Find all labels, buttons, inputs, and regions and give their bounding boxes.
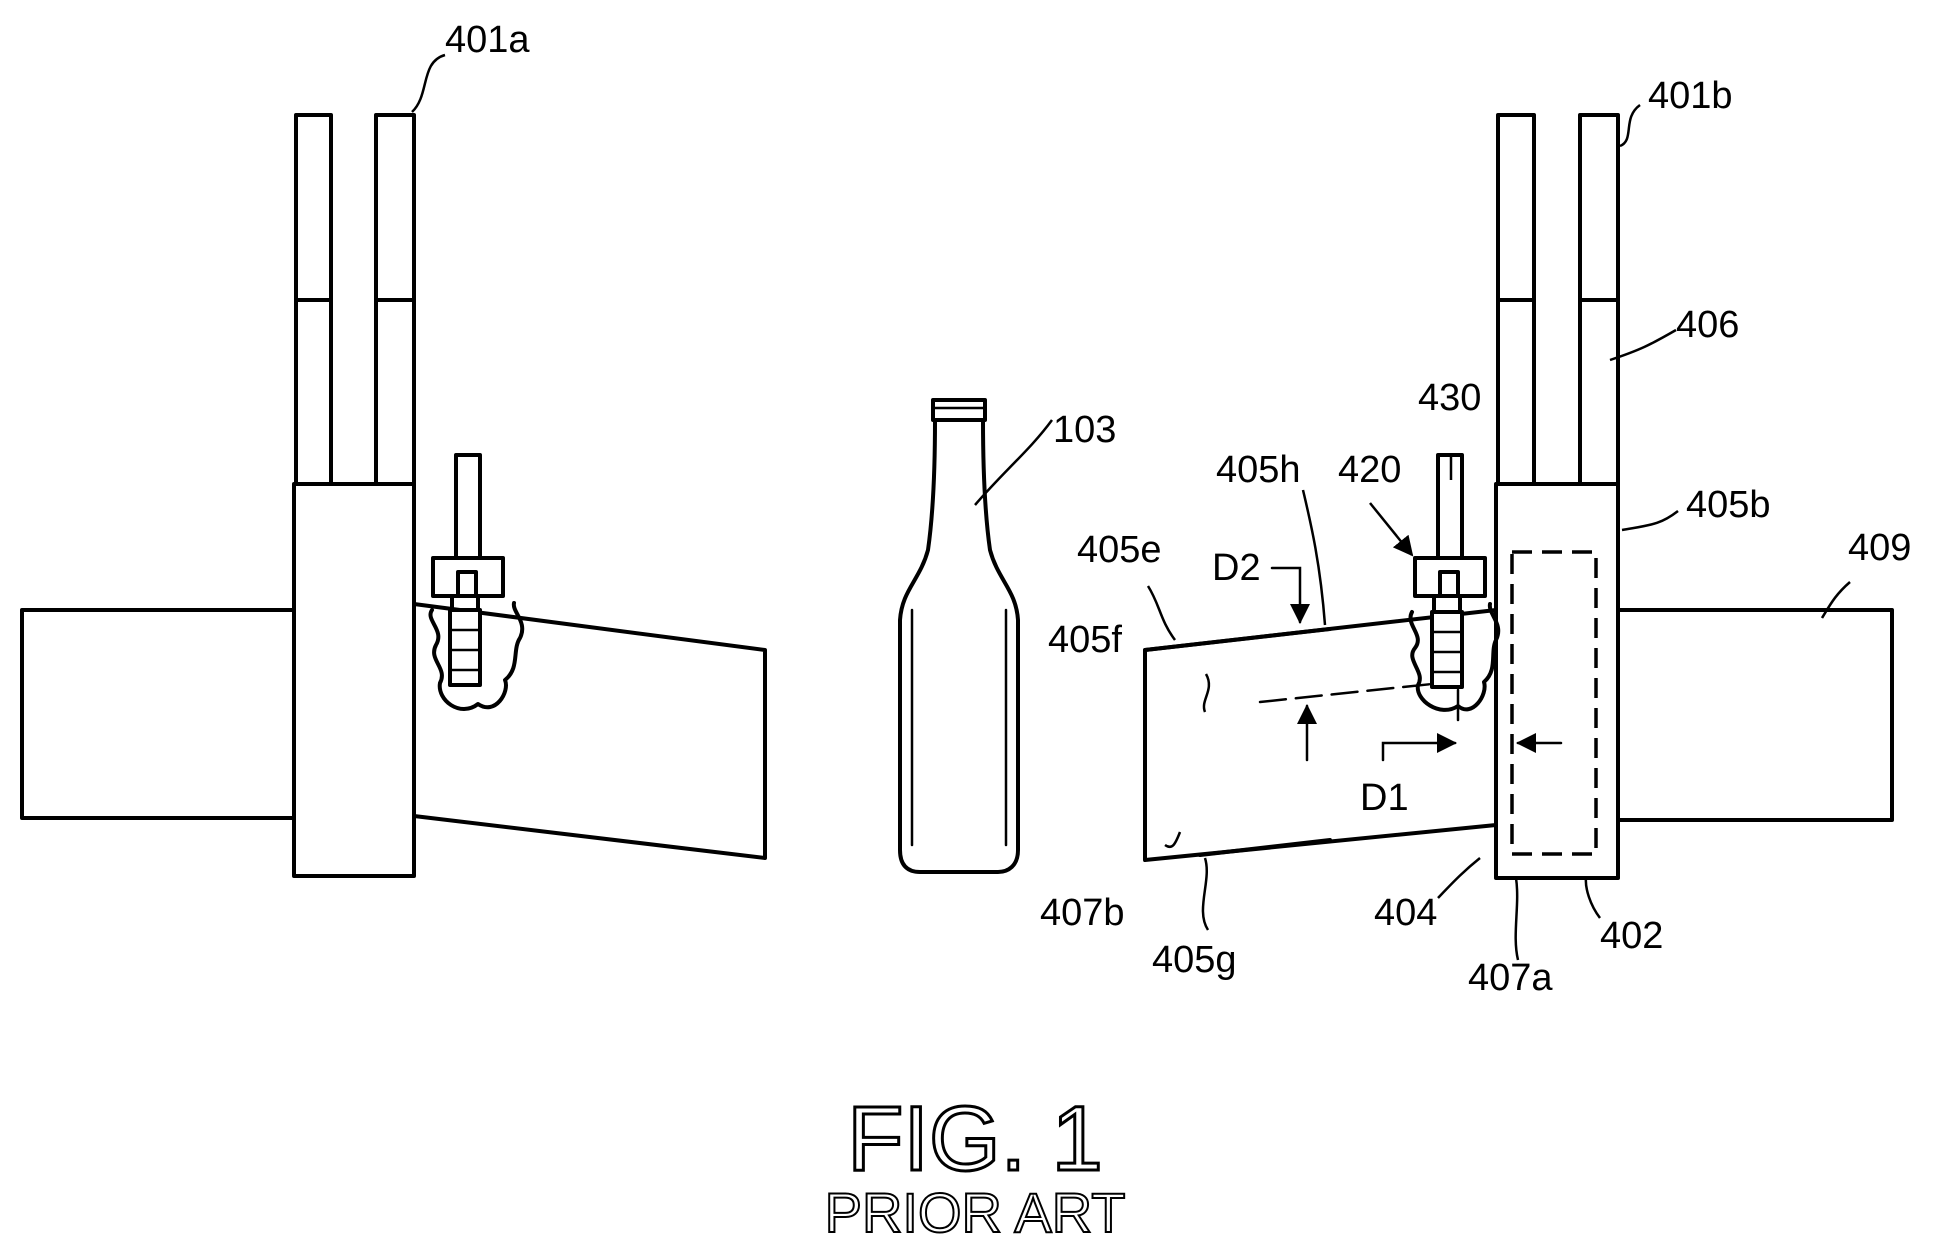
figure-caption: FIG. 1 PRIOR ART <box>825 1088 1126 1243</box>
left-vacuum-head <box>430 455 522 709</box>
label-430: 430 <box>1418 377 1481 419</box>
left-base-block <box>22 610 297 818</box>
label-405b: 405b <box>1686 484 1771 526</box>
label-d1: D1 <box>1360 777 1409 819</box>
leader-lines <box>412 55 1850 960</box>
left-housing <box>294 484 414 876</box>
label-405g: 405g <box>1152 939 1237 981</box>
prior-art-note: PRIOR ART <box>825 1181 1126 1243</box>
label-407a: 407a <box>1468 957 1553 999</box>
label-405f: 405f <box>1048 619 1122 661</box>
label-407b: 407b <box>1040 892 1125 934</box>
label-406: 406 <box>1676 304 1739 346</box>
label-401a: 401a <box>445 19 530 61</box>
label-404: 404 <box>1374 892 1437 934</box>
left-labeler-assembly <box>22 115 765 876</box>
label-402: 402 <box>1600 915 1663 957</box>
label-405h: 405h <box>1216 449 1301 491</box>
right-housing-402 <box>1496 484 1618 878</box>
left-column-401a <box>296 115 414 485</box>
right-base-block-409 <box>1618 610 1892 820</box>
label-405e: 405e <box>1077 529 1162 571</box>
label-401b: 401b <box>1648 75 1733 117</box>
figure-title: FIG. 1 <box>847 1088 1103 1190</box>
right-column-401b <box>1498 115 1618 485</box>
label-420: 420 <box>1338 449 1401 491</box>
label-409: 409 <box>1848 527 1911 569</box>
right-labeler-assembly <box>1145 115 1892 878</box>
bottle-103 <box>900 400 1018 872</box>
label-d2: D2 <box>1212 547 1261 589</box>
label-103: 103 <box>1053 409 1116 451</box>
